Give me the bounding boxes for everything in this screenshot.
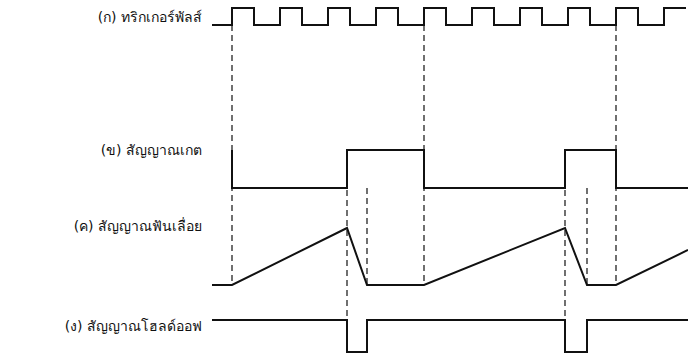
gate-signal-wave: [232, 150, 688, 188]
signal-name: (ก) ทริกเกอร์พัลส์: [96, 8, 204, 26]
timing-guide: [366, 188, 367, 285]
timing-guide: [423, 25, 424, 285]
timing-guide: [346, 150, 347, 320]
timing-guide: [586, 188, 587, 285]
timing-guide: [564, 150, 565, 320]
trigger-pulse-wave: [212, 8, 686, 25]
holdoff-signal-wave: [212, 320, 688, 352]
timing-guide: [231, 25, 232, 285]
timing-guide: [615, 25, 616, 285]
signal-name: (ง) สัญญาณโฮลด์ออฟ: [63, 317, 204, 335]
signal-name: (ข) สัญญาณเกต: [99, 141, 204, 159]
signal-name: (ค) สัญญาณฟันเลื่อย: [72, 217, 204, 235]
